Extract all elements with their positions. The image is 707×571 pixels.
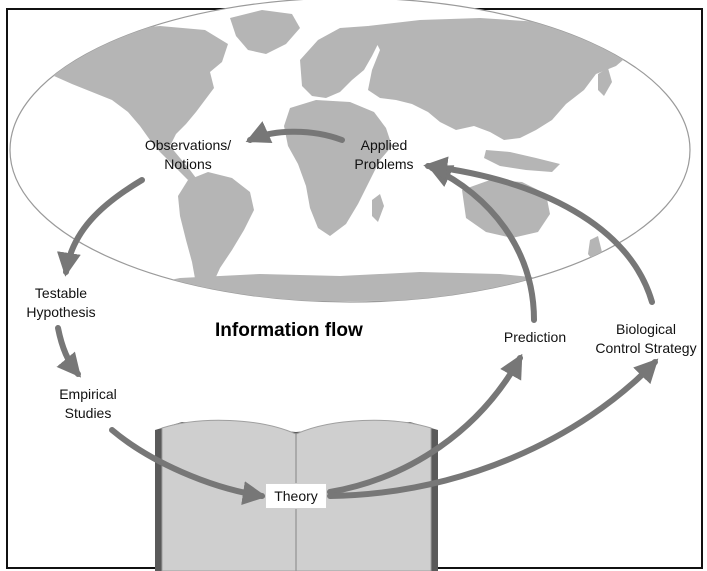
arrow-applied-to-observations [245, 121, 345, 143]
south-america-shape [178, 172, 254, 300]
node-prediction: Prediction [503, 329, 567, 345]
node-applied-problems: Applied Problems [346, 136, 422, 174]
node-empirical-studies: Empirical Studies [50, 385, 126, 423]
arrow-theory-to-prediction [327, 353, 523, 495]
australia-shape [462, 180, 550, 238]
node-theory: Theory [265, 483, 327, 509]
node-applied-line-1: Applied [360, 137, 408, 153]
north-america-shape [40, 26, 228, 152]
indonesia-shape [484, 150, 560, 172]
node-testable-line-1: Testable [34, 285, 88, 301]
node-testable-line-2: Hypothesis [26, 304, 96, 320]
node-observations-line-1: Observations/ [144, 137, 232, 153]
arrow-prediction-to-applied [427, 165, 537, 323]
arrow-testable-to-empirical [55, 325, 82, 378]
flow-arrows [55, 121, 659, 505]
node-empirical-line-1: Empirical [59, 386, 117, 402]
node-testable-hypothesis: Testable Hypothesis [18, 284, 104, 322]
japan-shape [598, 68, 612, 96]
node-empirical-line-2: Studies [64, 405, 112, 421]
node-applied-line-2: Problems [354, 156, 414, 172]
arrow-empirical-to-theory [109, 427, 267, 505]
node-biocontrol-line-2: Control Strategy [595, 340, 697, 356]
arrow-theory-to-biocontrol [327, 358, 659, 499]
madagascar-shape [372, 194, 384, 222]
node-observations-line-2: Notions [164, 156, 212, 172]
arrow-biocontrol-to-applied [423, 156, 655, 305]
asia-shape [368, 18, 630, 140]
node-biocontrol-line-1: Biological [616, 321, 676, 337]
europe-shape [300, 26, 380, 98]
arrow-observations-to-testable [56, 177, 145, 277]
node-observations: Observations/ Notions [136, 136, 240, 174]
diagram-title: Information flow [215, 320, 363, 341]
greenland-shape [230, 10, 300, 54]
node-biological-control-strategy: Biological Control Strategy [584, 320, 707, 358]
central-america-shape [160, 146, 196, 180]
